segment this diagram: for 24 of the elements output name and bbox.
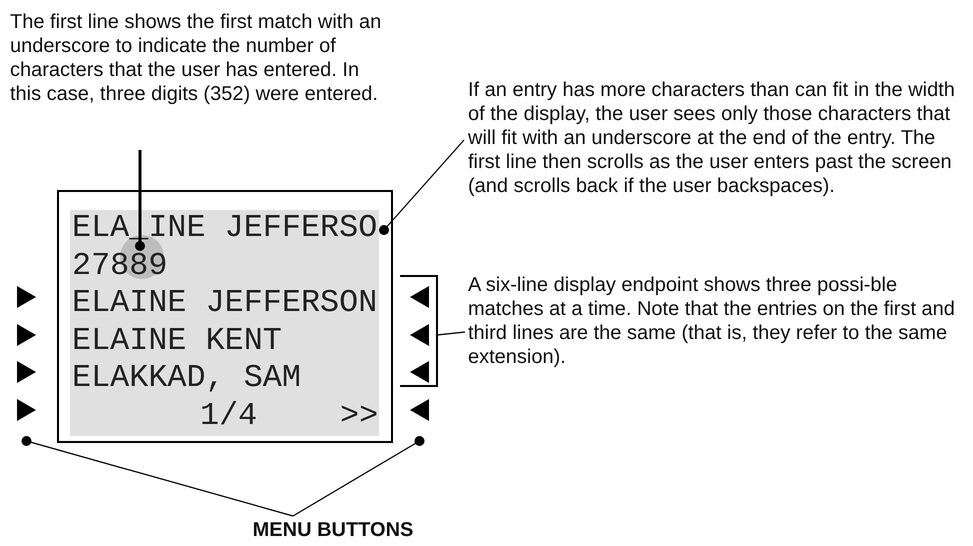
display-line: 27889 xyxy=(72,248,168,285)
display-line: ELAINE KENT xyxy=(72,322,282,360)
display-frame xyxy=(57,190,393,443)
callout-text: A six-line display endpoint shows three possi-ble matches at a time. Note that the entries on the first and third lines are the same (that is, they refer to the same extension). xyxy=(468,273,968,369)
leader-line xyxy=(22,436,294,517)
softkey-arrow-icon xyxy=(410,286,429,308)
softkey-arrow-icon xyxy=(410,399,429,421)
softkey-arrow-icon xyxy=(410,361,429,383)
leader-line xyxy=(379,140,464,235)
softkey-arrow-icon xyxy=(17,399,36,421)
softkey-arrow-icon xyxy=(17,324,36,346)
leader-line xyxy=(436,331,466,336)
callout-text: The first line shows the first match with an underscore to indicate the number of characters that the user has entered. In this case, three digits (352) were entered. xyxy=(10,10,385,130)
page-indicator: 1/4 xyxy=(200,398,258,435)
callout-label: MENU BUTTONS xyxy=(233,518,433,542)
display-screen xyxy=(70,210,379,436)
softkey-arrow-icon xyxy=(410,324,429,346)
softkey-arrow-icon xyxy=(17,286,36,308)
callout-text: If an entry has more characters than can fit in the width of the display, the user sees only those characters that will fit with an underscore at the end of the entry. The first line then scrolls as the user enters past the screen (and scrolls back if the user backspaces). xyxy=(468,78,970,222)
softkey-arrow-icon xyxy=(17,361,36,383)
more-indicator: >> xyxy=(340,398,378,435)
leader-line xyxy=(292,436,424,517)
display-line: ELAKKAD, SAM xyxy=(72,360,301,398)
display-line: ELAINE JEFFERSON xyxy=(72,285,378,322)
